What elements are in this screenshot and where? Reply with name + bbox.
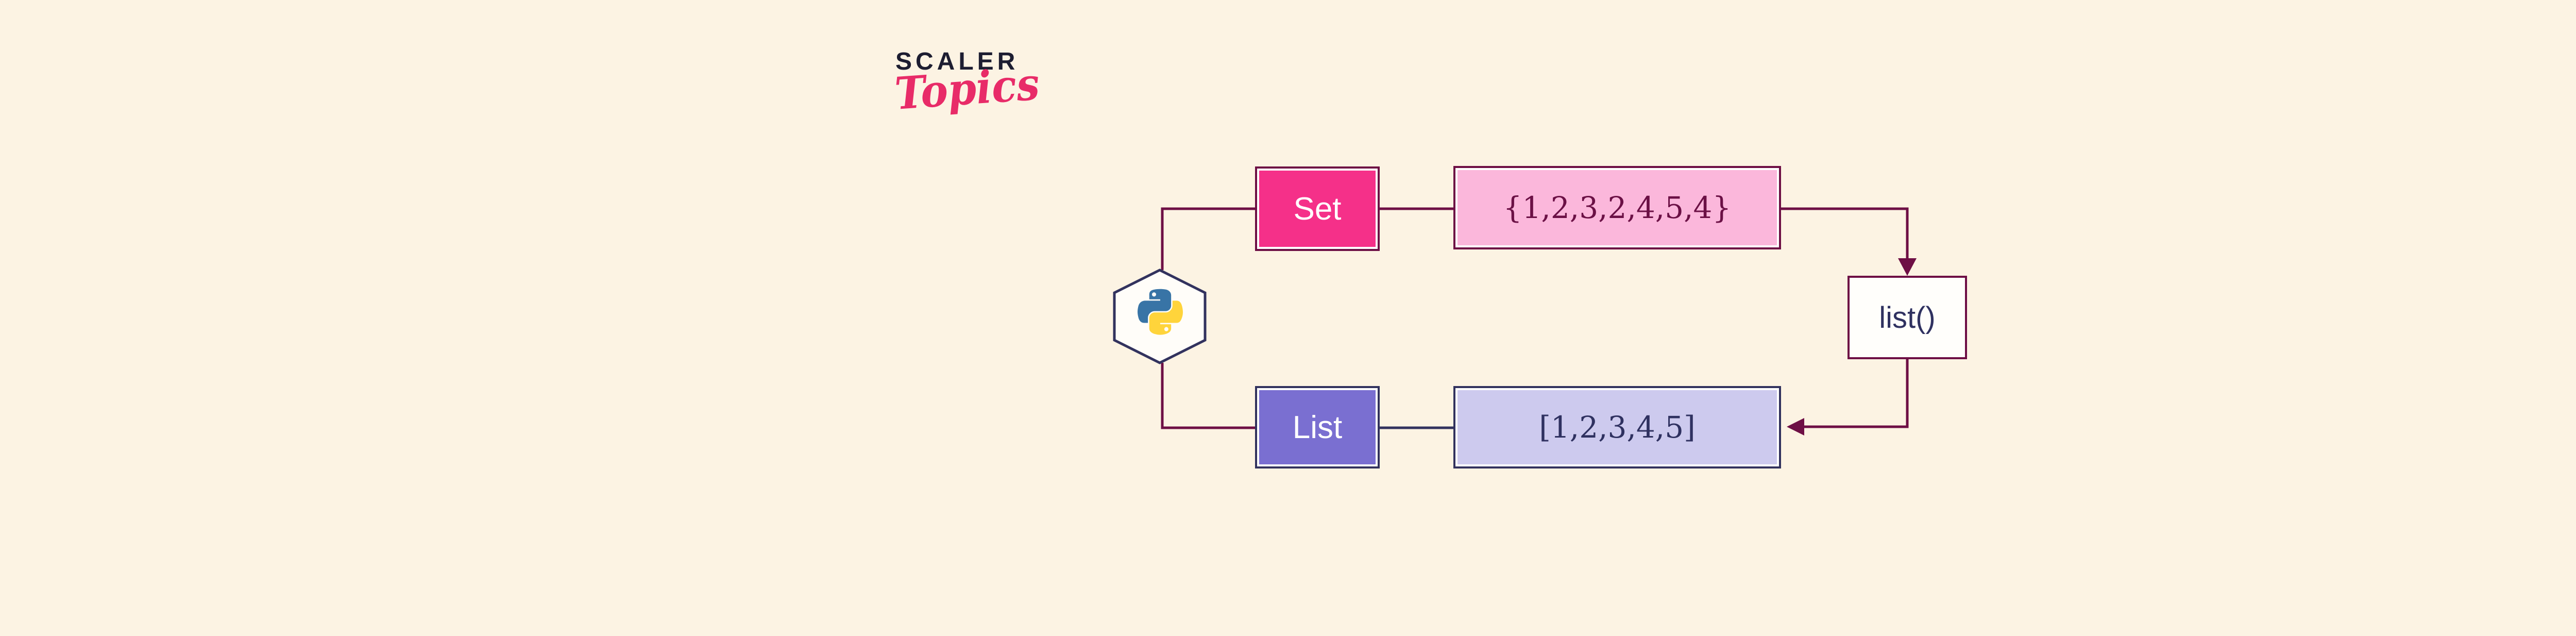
arrowhead-down-icon (1898, 258, 1917, 276)
connector-set-to-python (1161, 207, 1255, 270)
set-node: Set (1255, 166, 1380, 251)
list-value-text: [1,2,3,4,5] (1539, 410, 1696, 445)
set-node-label: Set (1293, 191, 1342, 227)
scaler-logo-text: SCALER (895, 48, 1019, 75)
set-value-text: {1,2,3,2,4,5,4} (1503, 190, 1732, 225)
python-icon (1138, 289, 1183, 335)
list-node-label: List (1292, 409, 1343, 445)
arrowhead-left-icon (1787, 418, 1804, 436)
converter-label: list() (1879, 300, 1936, 334)
converter-node: list() (1848, 276, 1967, 359)
connector-value-to-converter (1779, 207, 1909, 259)
list-value-node: [1,2,3,4,5] (1453, 386, 1781, 468)
connector-converter-to-value (1803, 359, 1909, 428)
list-node: List (1255, 386, 1380, 468)
set-value-node: {1,2,3,2,4,5,4} (1453, 166, 1781, 249)
connector-python-to-list (1161, 363, 1255, 429)
